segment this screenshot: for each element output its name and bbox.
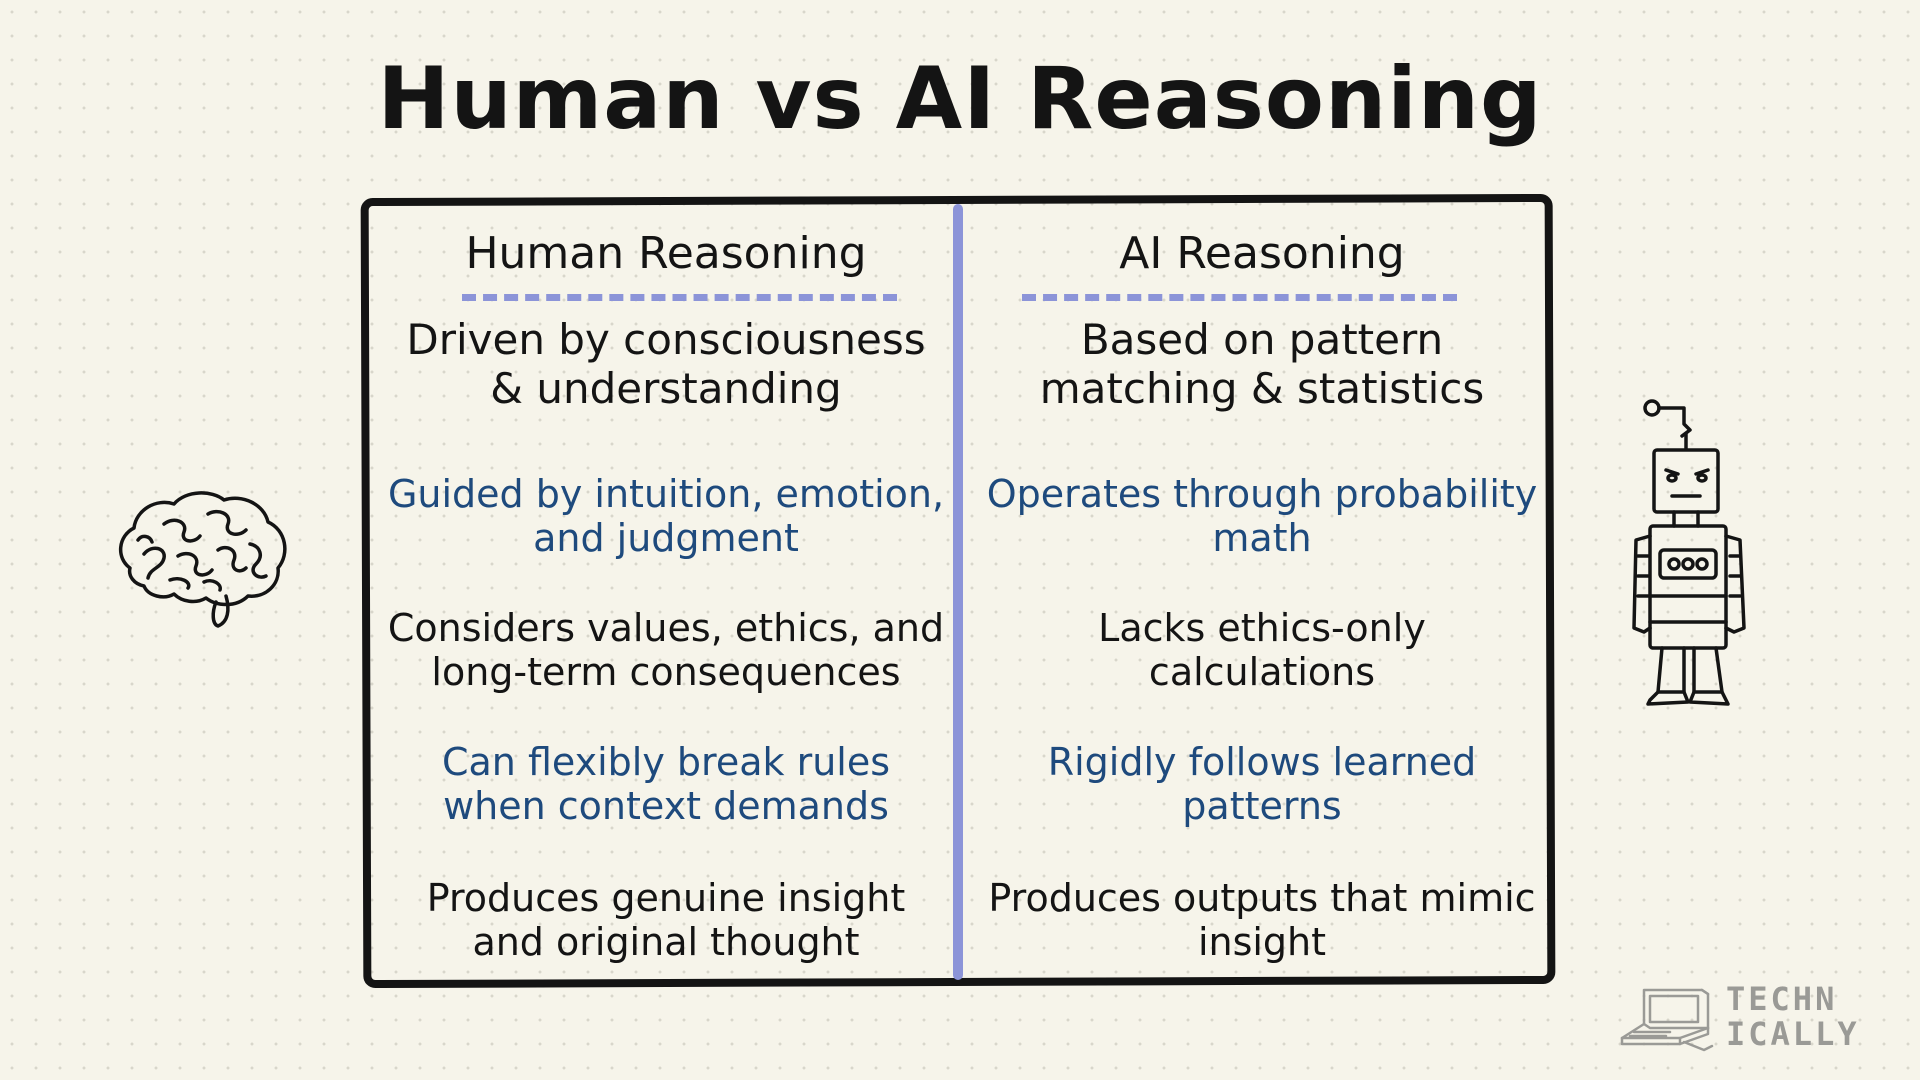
logo-text-line2: ICALLY — [1726, 1014, 1860, 1053]
human-reasoning-column: Human Reasoning Driven by consciousness … — [386, 204, 946, 980]
logo-text-line1: TECHN — [1726, 980, 1838, 1018]
ai-point-mimic: Produces outputs that mimic insight — [988, 876, 1536, 965]
technically-logo: TECHN ICALLY — [1614, 978, 1900, 1058]
column-header-underline — [1022, 294, 1457, 301]
page-title: Human vs AI Reasoning — [377, 49, 1543, 149]
ai-reasoning-column: AI Reasoning Based on pattern matching &… — [982, 204, 1542, 980]
human-point-insight: Produces genuine insight and original th… — [426, 876, 906, 965]
human-point-intuition: Guided by intuition, emotion, and judgme… — [387, 472, 945, 561]
ai-point-probability: Operates through probability math — [986, 472, 1538, 561]
retro-computer-icon — [1620, 988, 1714, 1052]
column-header-ai: AI Reasoning — [1119, 228, 1405, 279]
column-divider — [953, 204, 963, 980]
robot-icon — [1632, 399, 1746, 706]
human-point-values: Considers values, ethics, and long-term … — [387, 606, 945, 695]
ai-point-pattern-matching: Based on pattern matching & statistics — [1039, 315, 1485, 413]
column-header-human: Human Reasoning — [465, 228, 867, 279]
human-point-flexibility: Can flexibly break rules when context de… — [441, 740, 891, 829]
ai-point-ethics: Lacks ethics-only calculations — [1098, 606, 1426, 695]
human-point-consciousness: Driven by consciousness & understanding — [406, 315, 926, 413]
logo-wordmark: TECHN ICALLY — [1726, 982, 1860, 1051]
brain-icon — [119, 491, 287, 628]
column-header-underline — [462, 294, 897, 301]
ai-point-rigidity: Rigidly follows learned patterns — [1047, 740, 1477, 829]
